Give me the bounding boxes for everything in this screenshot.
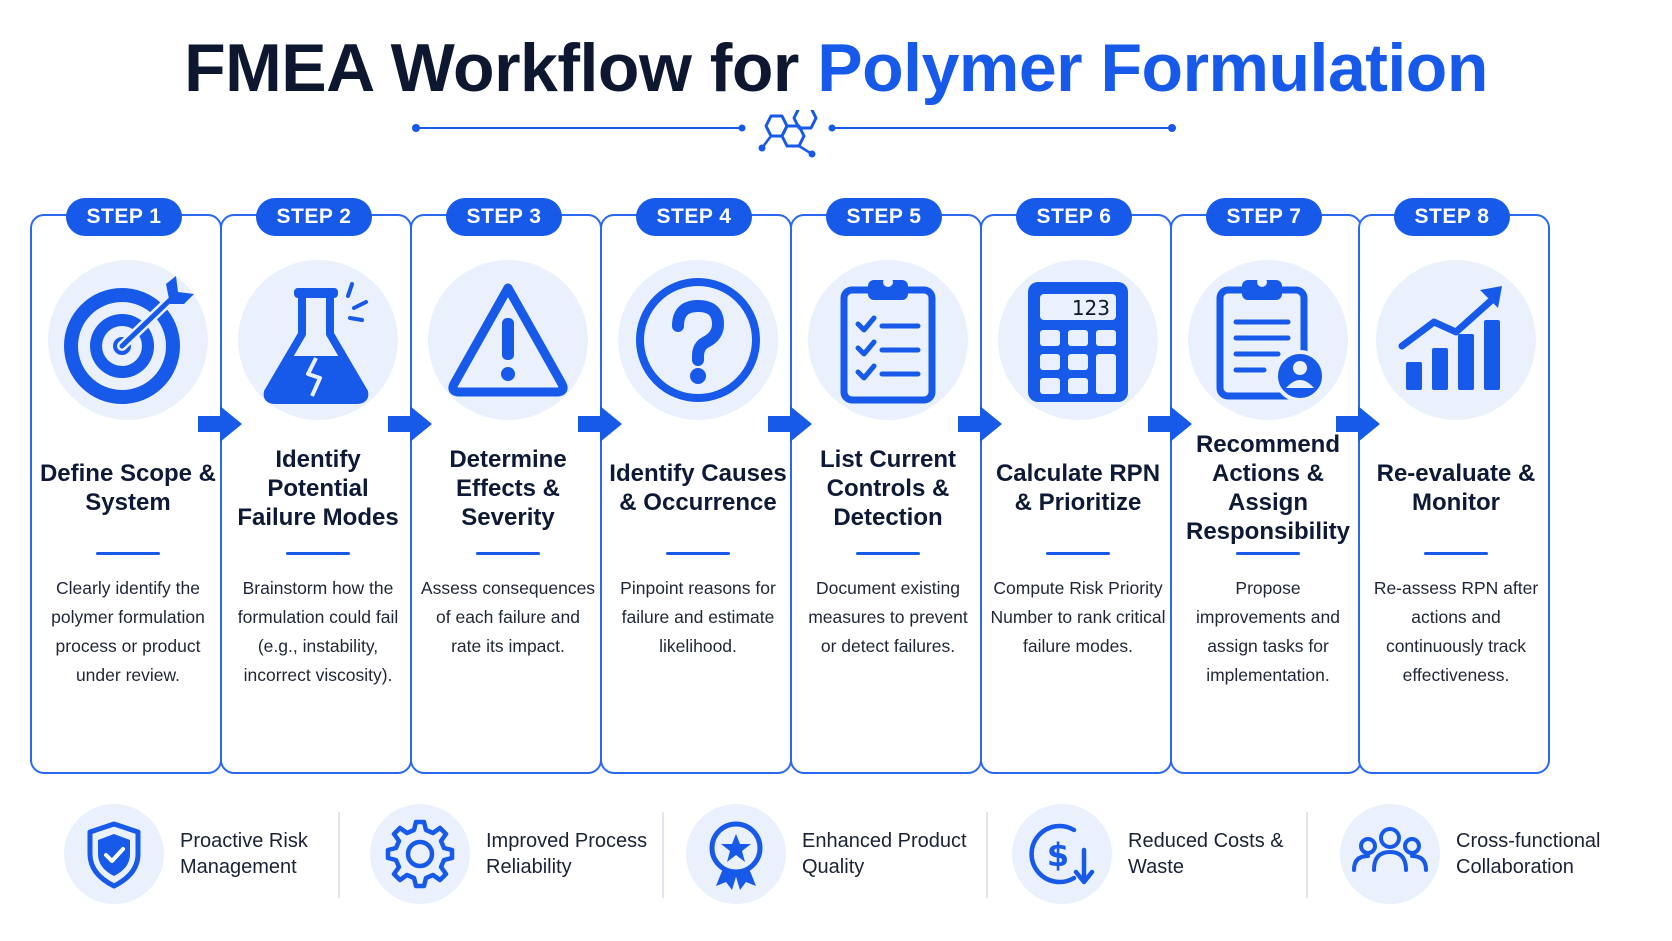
divider [286,552,350,555]
divider [1236,552,1300,555]
title-divider-molecule-icon [412,110,1176,158]
step-title: Determine Effects & Severity [449,445,567,531]
step-description: Brainstorm how the formulation could fai… [237,578,399,685]
team-icon [1340,804,1440,904]
clipboard-user-icon [1188,260,1348,420]
workflow-steps: Define Scope & System Clearly identify t… [30,198,1642,778]
step-card-1: Define Scope & System Clearly identify t… [30,214,222,774]
step-description: Compute Risk Priority Number to rank cri… [990,578,1166,656]
svg-text:$: $ [1047,836,1069,874]
step-card-4: Identify Causes & Occurrence Pinpoint re… [600,214,792,774]
benefit-item: Proactive Risk Management [64,800,344,906]
benefit-item: Cross-functional Collaboration [1340,800,1660,906]
award-star-icon [686,804,786,904]
step-card-7: Recommend Actions & Assign Responsibilit… [1170,214,1362,774]
separator [986,812,988,898]
step-description: Propose improvements and assign tasks fo… [1196,578,1340,685]
warning-icon [428,260,588,420]
step-badge-5: STEP 5 [826,198,942,236]
growth-chart-icon [1376,260,1536,420]
step-badge-1: STEP 1 [66,198,182,236]
shield-check-icon [64,804,164,904]
page-title: FMEA Workflow for Polymer Formulation [0,30,1672,106]
separator [338,812,340,898]
benefits-row: Proactive Risk Management Improved Proce… [0,800,1672,910]
benefit-item: $ Reduced Costs & Waste [1012,800,1302,906]
benefit-item: Enhanced Product Quality [686,800,976,906]
arrow-right-icon [388,406,432,442]
question-icon [618,260,778,420]
step-title: Re-evaluate & Monitor [1376,460,1536,516]
step-badge-3: STEP 3 [446,198,562,236]
benefit-item: Improved Process Reliability [370,800,660,906]
step-title: Define Scope & System [39,460,217,516]
arrow-right-icon [768,406,812,442]
arrow-right-icon [578,406,622,442]
arrow-right-icon [1148,406,1192,442]
step-title: Recommend Actions & Assign Responsibilit… [1185,431,1351,545]
step-badge-6: STEP 6 [1016,198,1132,236]
benefit-label: Enhanced Product Quality [802,830,967,878]
calculator-icon: 123 [998,260,1158,420]
benefit-label: Proactive Risk Management [180,830,308,878]
step-description: Re-assess RPN after actions and continuo… [1373,578,1539,685]
step-badge-4: STEP 4 [636,198,752,236]
step-description: Clearly identify the polymer formulation… [51,578,205,685]
checklist-icon [808,260,968,420]
step-title: Calculate RPN & Prioritize [995,460,1161,516]
arrow-right-icon [958,406,1002,442]
step-card-8: Re-evaluate & Monitor Re-assess RPN afte… [1358,214,1550,774]
target-icon [48,260,208,420]
step-card-3: Determine Effects & Severity Assess cons… [410,214,602,774]
step-description: Assess consequences of each failure and … [420,578,596,656]
step-description: Pinpoint reasons for failure and estimat… [620,578,776,656]
separator [662,812,664,898]
step-title: List Current Controls & Detection [819,445,956,531]
title-accent: Polymer Formulation [817,30,1488,106]
benefit-label: Reduced Costs & Waste [1128,830,1284,878]
divider [476,552,540,555]
step-badge-8: STEP 8 [1394,198,1510,236]
gear-icon [370,804,470,904]
divider [1046,552,1110,555]
divider [96,552,160,555]
step-card-6: 123 Calculate RPN & Prioritize Compute R… [980,214,1172,774]
step-card-5: List Current Controls & Detection Docume… [790,214,982,774]
divider [1424,552,1488,555]
step-badge-7: STEP 7 [1206,198,1322,236]
step-title: Identify Potential Failure Modes [237,445,399,531]
benefit-label: Cross-functional Collaboration [1456,830,1601,878]
flask-icon [238,260,398,420]
benefit-label: Improved Process Reliability [486,830,648,878]
dollar-down-icon: $ [1012,804,1112,904]
step-description: Document existing measures to prevent or… [808,578,968,656]
arrow-right-icon [1336,406,1380,442]
step-title: Identify Causes & Occurrence [609,460,787,516]
divider [856,552,920,555]
separator [1306,812,1308,898]
divider [666,552,730,555]
arrow-right-icon [198,406,242,442]
calculator-display: 123 [1072,296,1110,320]
step-card-2: Identify Potential Failure Modes Brainst… [220,214,412,774]
step-badge-2: STEP 2 [256,198,372,236]
title-main: FMEA Workflow for [184,30,818,106]
